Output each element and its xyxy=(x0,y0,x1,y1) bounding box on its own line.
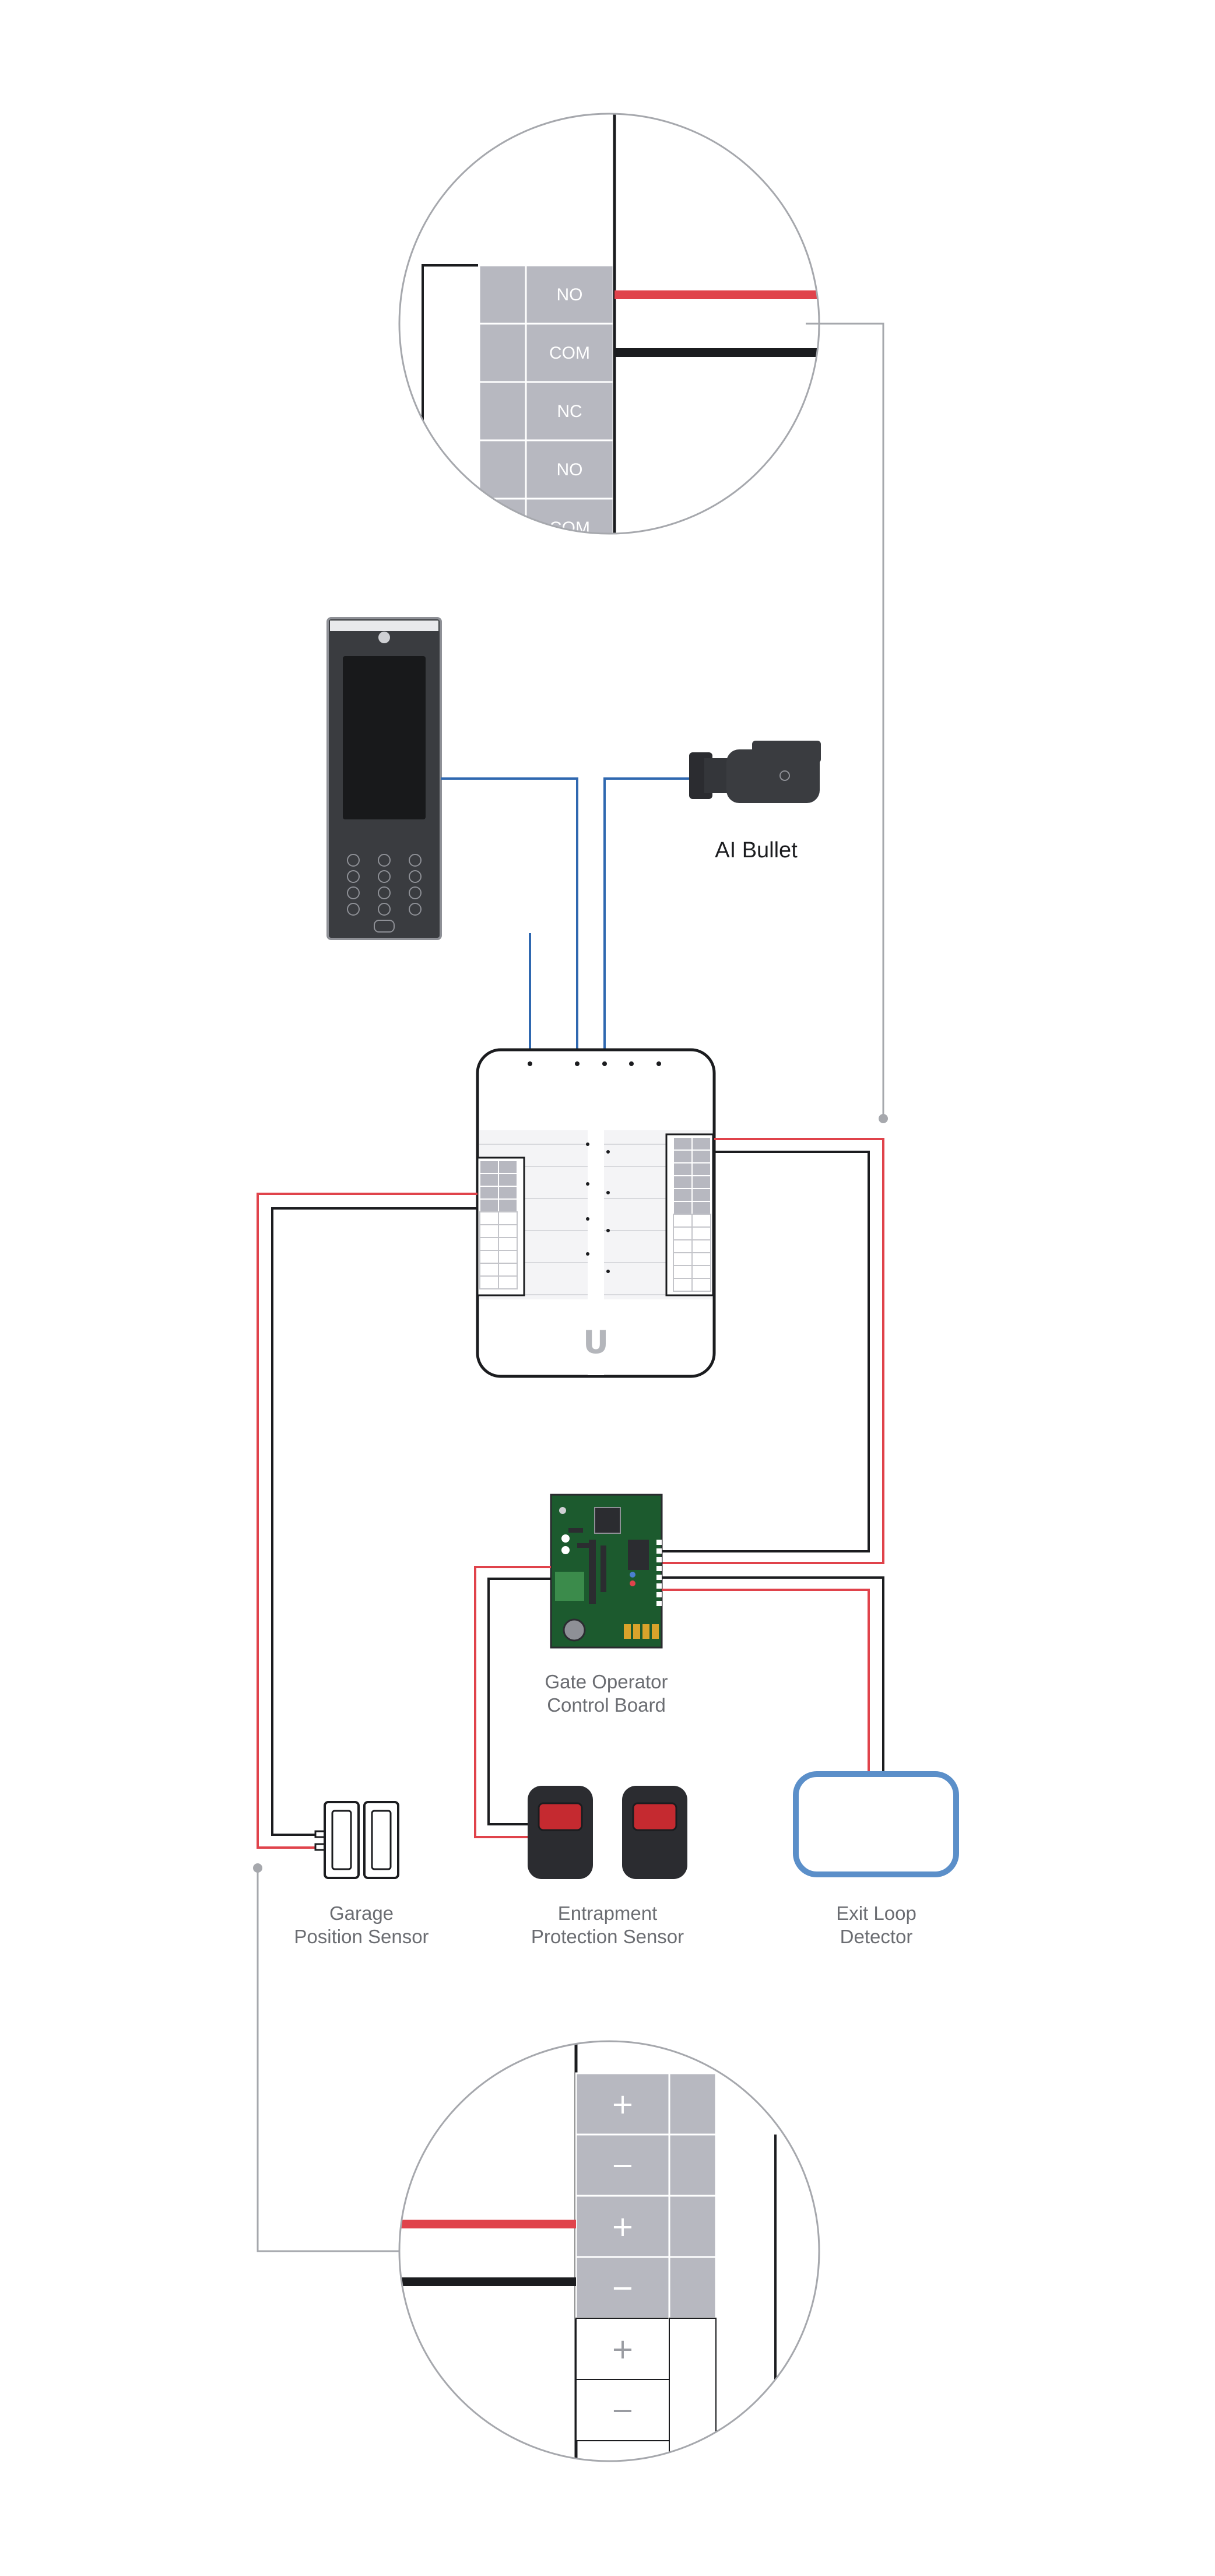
terminal-label-minus: − xyxy=(611,2149,634,2182)
exit-loop-label-line1: Exit Loop xyxy=(836,1902,916,1924)
terminal-label-nc: NC xyxy=(557,402,582,421)
callout-leader-top xyxy=(806,323,884,1119)
access-hub-icon: U xyxy=(476,1048,716,1378)
intercom-icon xyxy=(326,617,442,940)
red-wire-gate-entrapment xyxy=(474,1566,551,1838)
callout-leader-bottom xyxy=(257,1868,399,2252)
terminal-label-com: COM xyxy=(549,344,590,363)
terminal-label-plus: + xyxy=(611,2210,634,2243)
gate-board-label-line2: Control Board xyxy=(547,1694,666,1716)
terminal-block-left xyxy=(478,264,527,534)
terminal-label-minus: − xyxy=(611,2394,634,2427)
camera-label: AI Bullet xyxy=(715,838,798,863)
remote-sensor-icon xyxy=(528,1786,687,1879)
terminal-label-no: NO xyxy=(557,285,583,304)
terminal-label-plus: + xyxy=(611,2088,634,2121)
zoom-power-terminals: + − + − + − xyxy=(398,2040,820,2462)
terminal-label-no: NO xyxy=(557,460,583,479)
zoom-red-wire xyxy=(399,2220,576,2228)
magnetic-sensor-icon xyxy=(314,1801,399,1879)
terminal-label-com: COM xyxy=(549,518,590,538)
hub-logo: U xyxy=(583,1324,609,1361)
red-wire-hub-sensor xyxy=(257,1193,477,1849)
exit-loop-label-line2: Detector xyxy=(840,1926,913,1947)
red-wire-gate-loop xyxy=(662,1589,870,1773)
loop-detector-icon xyxy=(793,1771,959,1877)
black-wire-gate-entrapment xyxy=(487,1578,551,1825)
zoom-black-wire xyxy=(399,2277,576,2286)
black-wire-gate-loop xyxy=(662,1576,884,1773)
zoom-black-wire xyxy=(614,348,819,357)
black-wire-hub-gate xyxy=(661,1151,870,1552)
circuit-board-icon xyxy=(550,1494,663,1649)
entrapment-sensor-label-line2: Protection Sensor xyxy=(531,1926,684,1947)
entrapment-sensor-label-line1: Entrapment xyxy=(558,1902,658,1924)
terminal-label-plus: + xyxy=(611,2333,634,2365)
callout-dot xyxy=(879,1114,888,1123)
position-sensor-label-line1: Garage xyxy=(329,1902,394,1924)
zoom-red-wire xyxy=(614,290,819,299)
ethernet-cables xyxy=(441,777,689,1059)
red-wire-hub-gate xyxy=(661,1138,884,1564)
position-sensor-label-line2: Position Sensor xyxy=(294,1926,429,1947)
gate-board-label-line1: Gate Operator xyxy=(545,1671,668,1692)
terminal-label-minus: − xyxy=(611,2272,634,2304)
zoom-relay-terminals: NO COM NC NO COM xyxy=(398,113,820,538)
bullet-camera-icon xyxy=(689,741,821,803)
black-wire-hub-sensor xyxy=(271,1207,477,1836)
terminal-column xyxy=(479,264,614,534)
